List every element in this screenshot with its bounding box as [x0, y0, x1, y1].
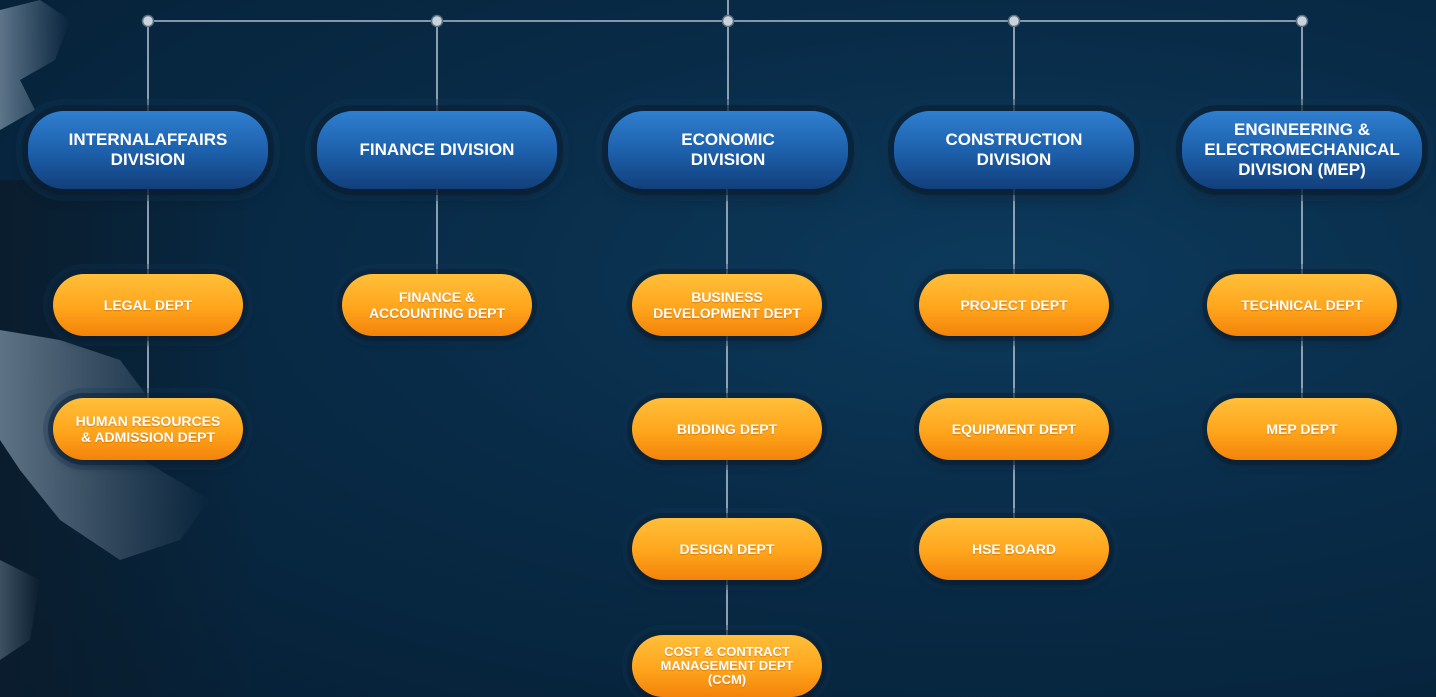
department-box: MEP DEPT	[1207, 398, 1397, 460]
department-box: BIDDING DEPT	[632, 398, 822, 460]
department-box: TECHNICAL DEPT	[1207, 274, 1397, 336]
division-box: FINANCE DIVISION	[317, 111, 557, 189]
bus-node-dot	[1007, 14, 1021, 28]
department-box: LEGAL DEPT	[53, 274, 243, 336]
division-box: INTERNALAFFAIRS DIVISION	[28, 111, 268, 189]
division-box: ECONOMIC DIVISION	[608, 111, 848, 189]
bus-node-dot	[721, 14, 735, 28]
bus-node-dot	[430, 14, 444, 28]
bus-node-dot	[1295, 14, 1309, 28]
department-box: PROJECT DEPT	[919, 274, 1109, 336]
department-box: EQUIPMENT DEPT	[919, 398, 1109, 460]
department-box: FINANCE & ACCOUNTING DEPT	[342, 274, 532, 336]
department-box: DESIGN DEPT	[632, 518, 822, 580]
department-box: COST & CONTRACT MANAGEMENT DEPT (CCM)	[632, 635, 822, 697]
department-box: HSE BOARD	[919, 518, 1109, 580]
division-box: CONSTRUCTION DIVISION	[894, 111, 1134, 189]
division-box: ENGINEERING & ELECTROMECHANICAL DIVISION…	[1182, 111, 1422, 189]
department-box: HUMAN RESOURCES & ADMISSION DEPT	[53, 398, 243, 460]
department-box: BUSINESS DEVELOPMENT DEPT	[632, 274, 822, 336]
bus-node-dot	[141, 14, 155, 28]
